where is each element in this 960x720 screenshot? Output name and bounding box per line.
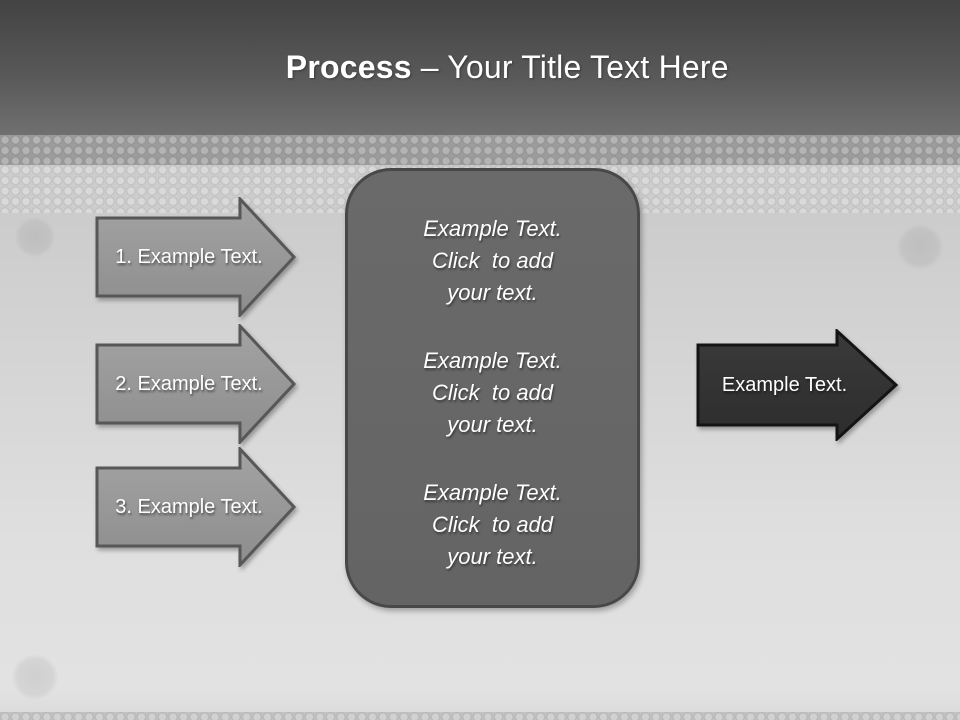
step-arrow-2-label: 2. Example Text. [115,372,263,395]
decorative-circle [15,217,55,257]
title-keyword: Process [285,49,412,85]
right-arrow-shape-icon [95,324,297,444]
step-arrow-1-label: 1. Example Text. [115,245,263,268]
texture-band-dark [0,135,960,165]
slide-header: Process– Your Title Text Here [0,0,960,135]
detail-block-2-line-2: Click to add [431,380,554,405]
result-arrow-label: Example Text. [721,373,848,396]
detail-block-1-line-2: Click to add [431,248,554,273]
detail-block-3[interactable]: Example Text. Click to add your text. [423,477,562,573]
detail-block-2-line-3: your text. [447,412,538,437]
page-title[interactable]: Process– Your Title Text Here [231,12,729,123]
detail-block-3-line-3: your text. [447,544,538,569]
detail-block-1-line-3: your text. [447,280,538,305]
title-subtitle: – Your Title Text Here [420,49,729,85]
right-arrow-shape-icon [95,197,297,317]
detail-block-2[interactable]: Example Text. Click to add your text. [423,345,562,441]
step-arrow-3-label: 3. Example Text. [115,495,263,518]
result-arrow[interactable]: Example Text. [696,329,899,441]
step-arrow-2[interactable]: 2. Example Text. [95,324,297,444]
detail-block-1[interactable]: Example Text. Click to add your text. [423,213,562,309]
step-arrow-1[interactable]: 1. Example Text. [95,197,297,317]
right-arrow-shape-icon [696,329,899,441]
step-arrow-3[interactable]: 3. Example Text. [95,447,297,567]
decorative-circle [897,224,943,270]
detail-block-1-line-1: Example Text. [423,216,562,241]
detail-block-3-line-1: Example Text. [423,480,562,505]
right-arrow-shape-icon [95,447,297,567]
detail-block-2-line-1: Example Text. [423,348,562,373]
texture-band-bottom [0,712,960,720]
decorative-circle [12,654,58,700]
detail-block-3-line-2: Click to add [431,512,554,537]
detail-text-box[interactable]: Example Text. Click to add your text. Ex… [345,168,640,608]
